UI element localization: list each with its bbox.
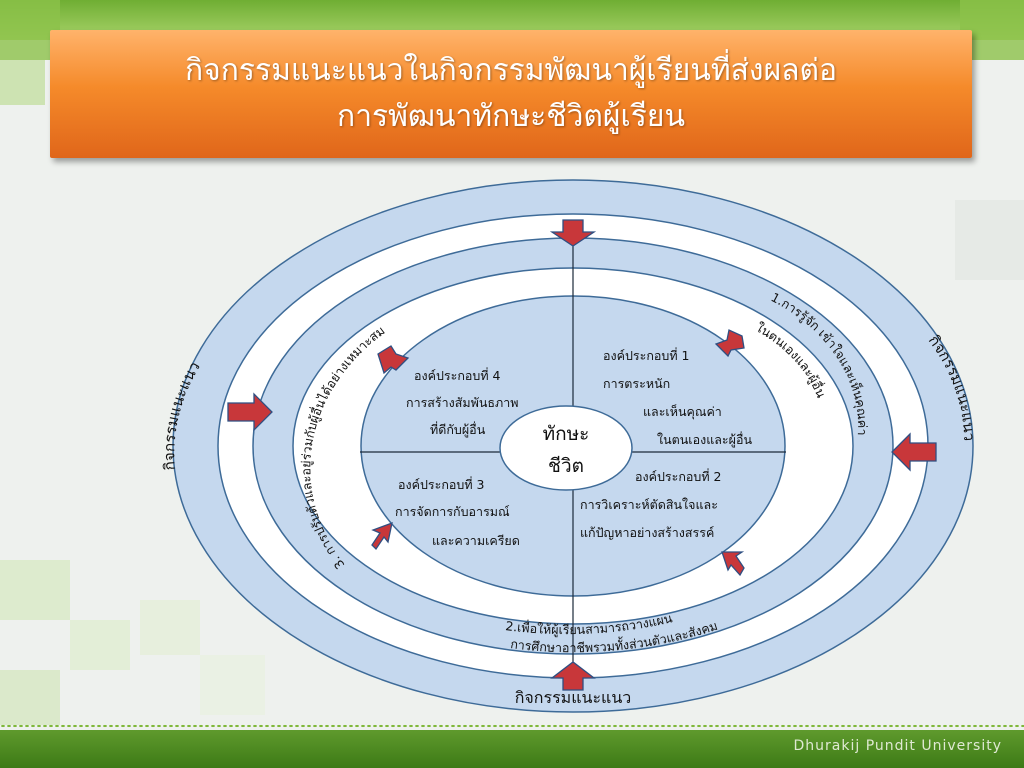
component-4-line-1: องค์ประกอบที่ 4 <box>414 367 501 383</box>
component-4-line-2: การสร้างสัมพันธภาพ <box>406 395 519 410</box>
arrow-inner-topright-icon <box>714 329 745 358</box>
center-label-1: ทักษะ <box>543 423 590 445</box>
arrow-right-icon <box>891 432 937 472</box>
outer-label-bottom: กิจกรรมแนะแนว <box>515 688 632 707</box>
title-banner: กิจกรรมแนะแนวในกิจกรรมพัฒนาผู้เรียนที่ส่… <box>50 30 972 158</box>
arrow-inner-bottomleft-icon <box>371 521 393 551</box>
footer-university: Dhurakij Pundit University <box>793 738 1002 754</box>
component-1-line-2: การตระหนัก <box>603 376 670 391</box>
footer-bar <box>0 730 1024 768</box>
title-line-1: กิจกรรมแนะแนวในกิจกรรมพัฒนาผู้เรียนที่ส่… <box>184 53 838 88</box>
component-2-line-3: แก้ปัญหาอย่างสร้างสรรค์ <box>580 525 714 540</box>
footer-dotted-line <box>0 724 1024 728</box>
component-3-line-1: องค์ประกอบที่ 3 <box>398 476 485 492</box>
component-2-line-2: การวิเคราะห์ตัดสินใจและ <box>580 497 718 512</box>
component-2-line-1: องค์ประกอบที่ 2 <box>635 468 722 484</box>
component-1-line-3: และเห็นคุณค่า <box>643 404 722 420</box>
component-3-line-3: และความเครียด <box>432 533 520 548</box>
arrow-top-icon <box>549 219 597 247</box>
component-1-line-1: องค์ประกอบที่ 1 <box>603 347 690 363</box>
component-1-line-4: ในตนเองและผู้อื่น <box>657 431 752 448</box>
center-oval <box>499 405 633 491</box>
center-label-2: ชีวิต <box>548 455 584 477</box>
arrow-inner-bottomright-icon <box>721 551 745 577</box>
title-line-2: การพัฒนาทักษะชีวิตผู้เรียน <box>337 99 685 134</box>
arrow-bottom-icon <box>550 661 596 691</box>
arrow-inner-topleft-icon <box>377 345 410 375</box>
component-3-line-2: การจัดการกับอารมณ์ <box>395 504 510 519</box>
component-4-line-3: ที่ดีกับผู้อื่น <box>430 421 486 438</box>
arrow-left-icon <box>227 392 273 432</box>
